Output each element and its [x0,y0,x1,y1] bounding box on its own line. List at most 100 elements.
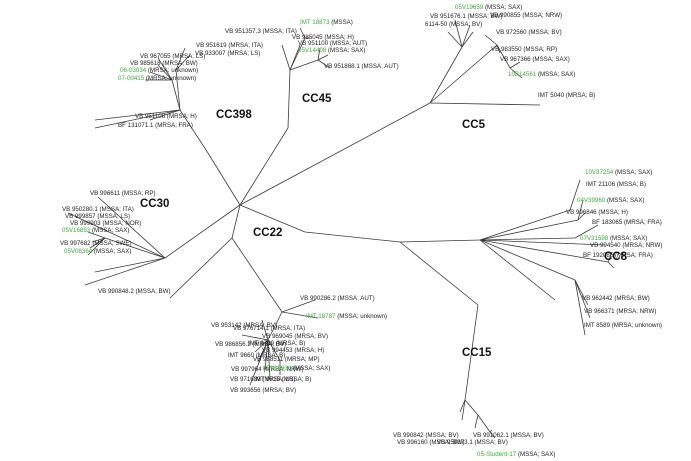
leaf-label: IMT 8729 (MRSA; B) [248,340,305,347]
leaf-id-highlighted: 07V31598 [580,235,609,242]
leaf-id-highlighted: 06-03034 [120,67,147,74]
cluster-label-cc5: CC5 [462,119,486,131]
tree-branch [454,19,463,48]
tree-branches [67,19,615,439]
leaf-label: VB 994453 (MRSA; H) [262,347,324,354]
leaf-id: VB 951868.1 (MSSA; AUT) [324,63,399,70]
leaf-details: (MSSA; SAX) [536,71,575,78]
leaf-label: VB 950280.1 (MSSA; ITA) [62,206,134,213]
tree-branch [267,339,271,381]
tree-branch [84,257,166,286]
leaf-label: 05V19659 (MSSA; SAX) [455,4,522,11]
tree-branch [267,311,283,341]
leaf-id: BF 192086 (MRSA; FRA) [583,252,653,259]
leaf-id: BF 183065 (MRSA; FRA) [592,219,662,226]
tree-branch [149,71,173,81]
leaf-label: VB 999903 (MSSA; NOR) [70,220,141,227]
tree-branch [574,279,591,319]
leaf-id: VB 953142 (MRSA; BV) [211,322,277,329]
tree-branch [254,339,269,353]
leaf-label: IMT 18873 (MSSA) [300,19,353,26]
tree-branch [429,46,463,104]
tree-branch [89,237,106,249]
tree-branch [175,54,191,71]
leaf-labels: VB 967055 (MRSA; LS)VB 985618 (MRSA; BW)… [60,4,662,458]
leaf-id: VB 951100 (MSSA; AUT) [298,40,367,47]
leaf-id: VB 990848.2 (MSSA; BW) [98,288,171,295]
tree-branch [207,152,241,206]
leaf-id-highlighted: IMT 18787 [306,313,336,320]
tree-branch [289,37,306,71]
cluster-label-cc22: CC22 [253,227,282,239]
leaf-id: VB 950373.1 (MSSA; BV) [437,439,508,446]
leaf-label: BF 192086 (MRSA; FRA) [583,252,653,259]
leaf-id: IMT 5040 (MRSA; B) [538,92,595,99]
leaf-details: (MSSA; SAX) [516,451,555,458]
leaf-id: VB 983550 (MSSA; RP) [491,46,557,53]
leaf-label: VB 983550 (MSSA; RP) [491,46,557,53]
leaf-details: (MSSA) [329,19,352,26]
leaf-label: IMT 9660 (MRSA; B) [228,352,285,359]
tree-branch [461,31,474,48]
cluster-label-cc8: CC8 [604,251,628,263]
tree-branch [231,204,241,239]
leaf-id: 6114-50 (MSSA; BV) [425,21,482,28]
leaf-id-highlighted: 07-00415 [118,75,145,82]
leaf-id: VB 967055 (MRSA; LS) [140,53,205,60]
tree-branch [317,47,321,61]
leaf-label: VB 985618 (MRSA; BW) [130,60,198,67]
tree-branch [261,319,269,341]
tree-branch [175,47,186,71]
tree-branch [87,231,106,239]
leaf-label: VB 950373.1 (MSSA; BV) [437,439,508,446]
leaf-label: VB 969045 (MRSA; BV) [262,333,328,340]
tree-branch [464,399,479,416]
leaf-label: VB 996611 (MSSA; RP) [90,190,156,197]
cluster-label-cc45: CC45 [302,93,332,105]
leaf-label: 10B14561 (MSSA; SAX) [508,71,575,78]
tree-branch [231,237,283,313]
leaf-label: VB 990855 (MSSA; NRW) [490,12,562,19]
leaf-label: 07V31598 (MSSA; SAX) [580,235,647,242]
tree-branch [509,67,523,79]
tree-branch [479,209,571,241]
tree-branch [569,179,581,211]
tree-branch [459,399,466,413]
leaf-label: VB 951357.3 (MSSA; ITA) [225,28,297,35]
leaf-id: VB 951357.3 (MSSA; ITA) [225,28,297,35]
leaf-label: VB 999857 (MSSA; LS) [65,213,130,220]
tree-branch [94,109,181,129]
leaf-label: VB 988511 (MRSA; MP) [253,356,320,363]
leaf-label: 04V39960 (MSSA; SAX) [577,197,644,204]
leaf-label: 05V14408 (MSSA; SAX) [298,47,365,54]
leaf-label: VB 971639 (MRSA; LS) [230,376,295,383]
leaf-label: VB 951868.1 (MSSA; AUT) [324,63,399,70]
tree-branch [87,237,106,256]
leaf-label: 06-03034 (MRSA; unknown) [120,67,198,74]
tree-branch [429,102,541,106]
tree-branch [607,251,613,263]
tree-branch [281,311,319,319]
tree-branch [97,196,166,259]
tree-branch [479,219,579,241]
tree-branch [484,34,498,46]
leaf-label: VB 997964 (MRSA; NRW) [231,366,303,373]
tree-branch [281,299,316,313]
leaf-id: VB 950280.1 (MSSA; ITA) [62,206,134,213]
leaf-label: VB 990848.2 (MSSA; BW) [98,288,171,295]
tree-branch [239,127,289,206]
leaf-details: (MSSA; SAX) [613,169,652,176]
tree-branch [299,27,306,39]
leaf-details: (MSSA; SAX) [605,197,644,204]
tree-branch [94,257,166,273]
leaf-id-highlighted: 05V19333 [263,365,292,372]
leaf-label: VB 966371 (MRSA; NRW) [584,308,656,315]
leaf-label: BF 131071.1 (MRSA; FRA) [118,122,193,129]
leaf-label: VB 997682 (MSSA; SWE) [60,240,132,247]
leaf-id: VB 996846 (MSSA; H) [566,209,628,216]
leaf-label: 05V19333 (MSSA; SAX) [263,365,330,372]
leaf-id: VB 996160 (MSSA; BW) [397,439,464,446]
leaf-id: VB 999903 (MSSA; NOR) [70,220,141,227]
leaf-id: VB 997964 (MRSA; NRW) [231,366,303,373]
tree-branch [479,239,609,263]
